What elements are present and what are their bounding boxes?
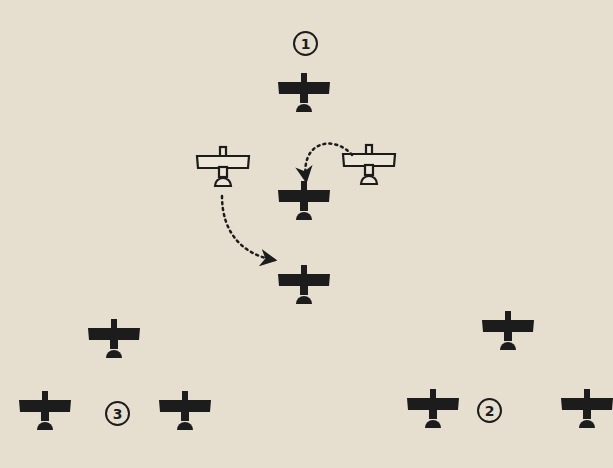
movement-arrows bbox=[222, 144, 352, 260]
black-planes bbox=[19, 73, 613, 430]
callout-number: 3 bbox=[105, 401, 130, 426]
callout-number: 2 bbox=[477, 398, 502, 423]
callout-number: 1 bbox=[293, 31, 318, 56]
moving-planes bbox=[197, 145, 395, 186]
